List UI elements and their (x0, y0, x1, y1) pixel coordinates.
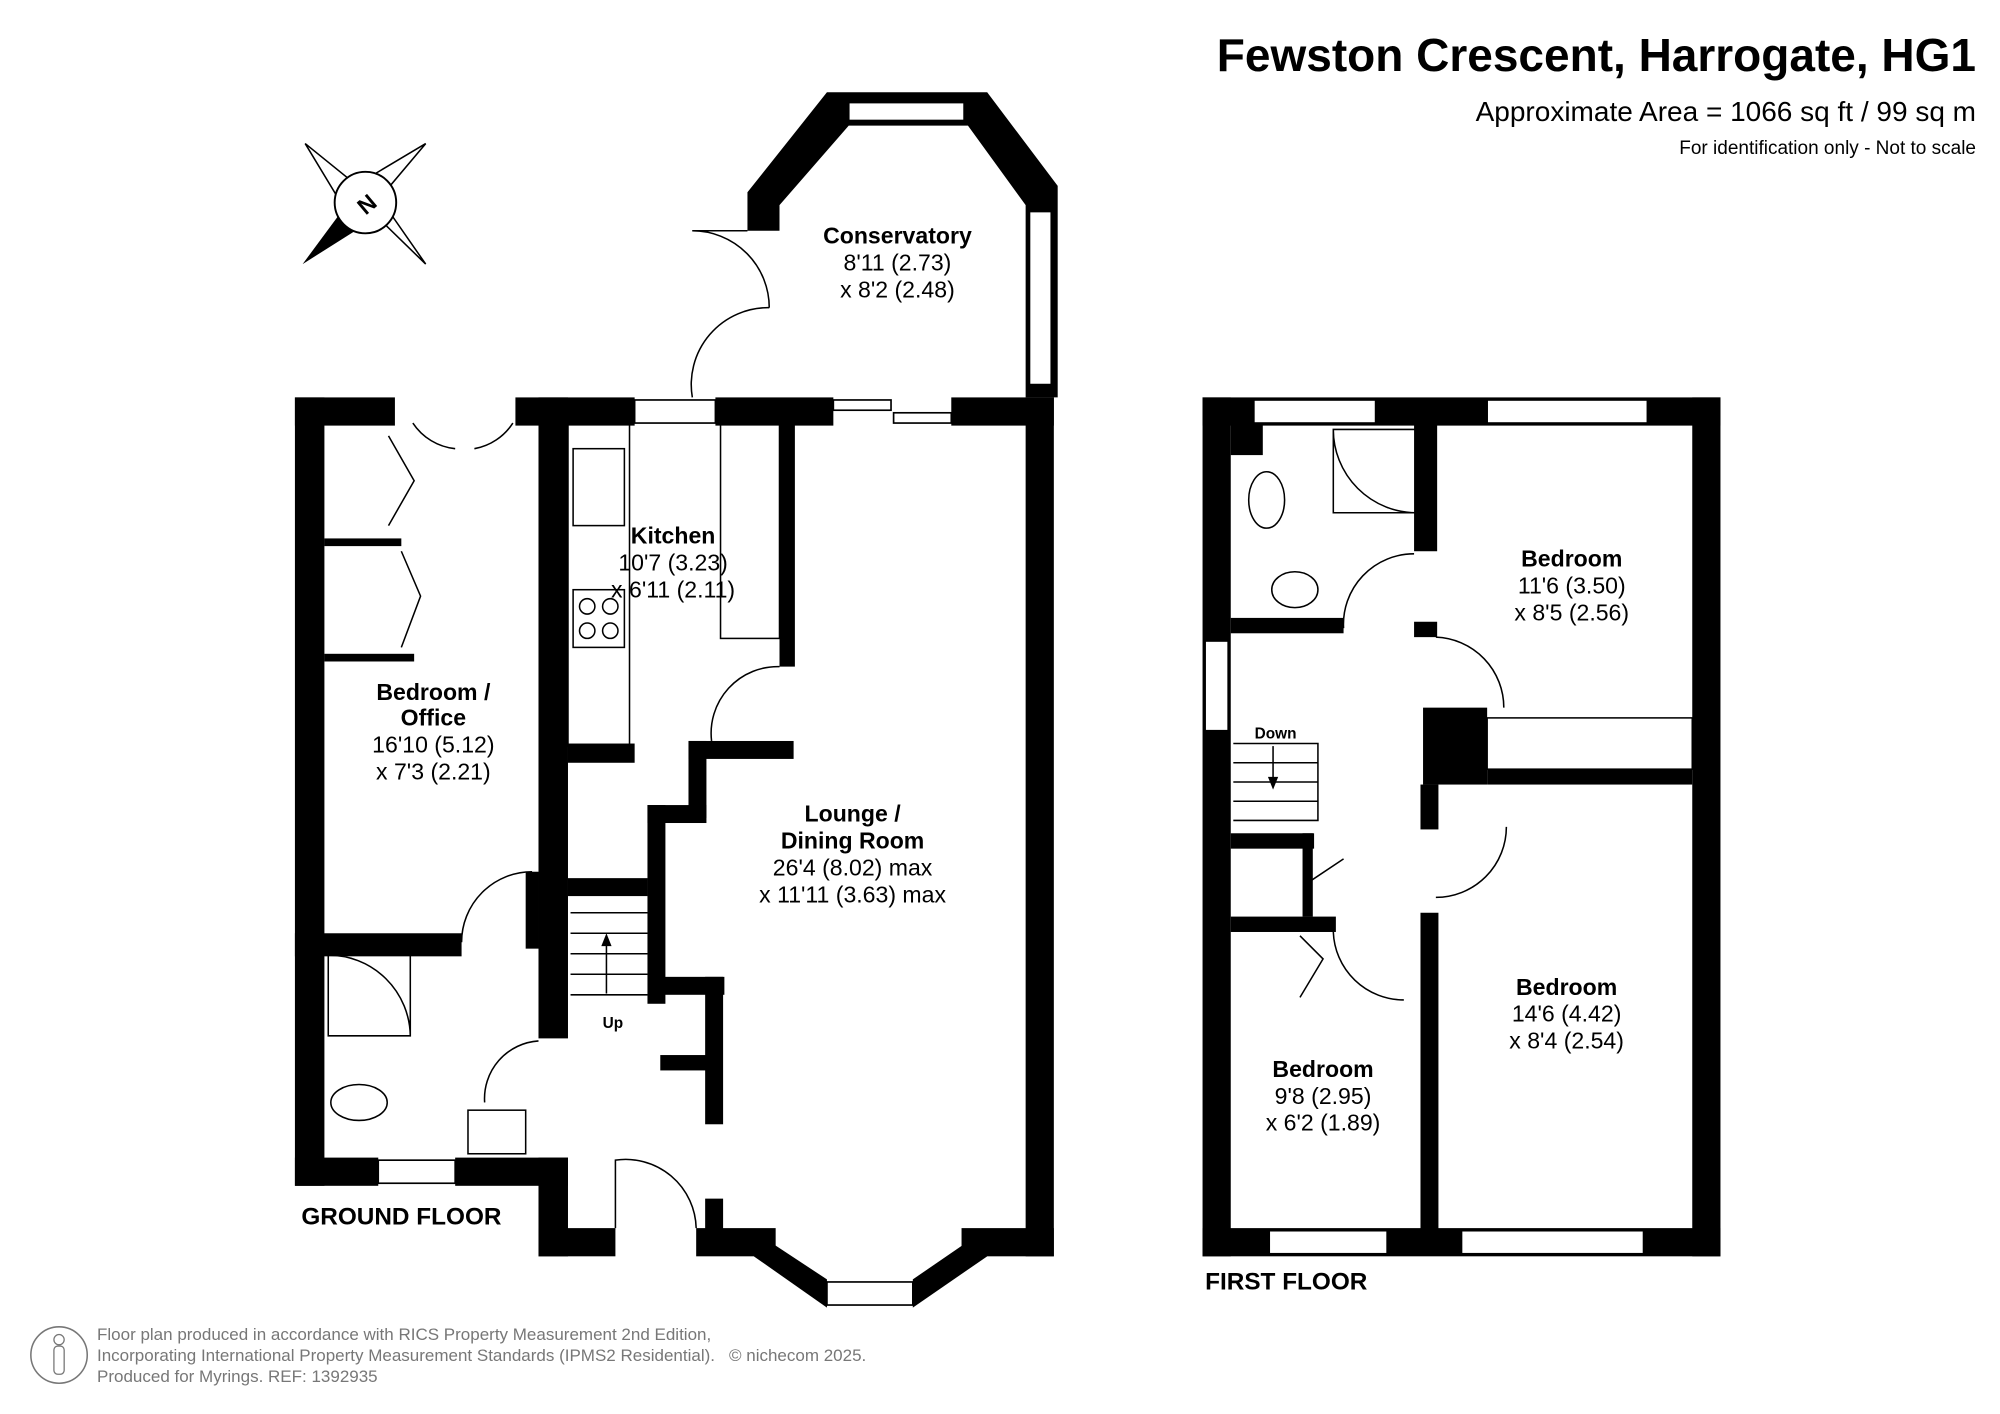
footer-line: Incorporating International Property Mea… (97, 1346, 715, 1365)
room-dims: x 8'4 (2.54) (1509, 1028, 1624, 1054)
room-dims: x 6'2 (1.89) (1266, 1110, 1381, 1136)
footer-line: Produced for Myrings. REF: 1392935 (97, 1367, 378, 1386)
room-name-lounge: Lounge / (805, 801, 902, 827)
first-floor-label: FIRST FLOOR (1205, 1269, 1368, 1296)
room-dims: 26'4 (8.02) max (773, 855, 933, 881)
room-dims: x 6'11 (2.11) (611, 576, 735, 602)
room-dims: 14'6 (4.42) (1512, 1001, 1622, 1027)
room-name-bedroom-3: Bedroom (1272, 1056, 1373, 1082)
room-name-bedroom-1: Bedroom (1521, 546, 1622, 572)
room-dims: 11'6 (3.50) (1518, 573, 1626, 599)
room-name-conservatory: Conservatory (823, 223, 972, 249)
footer-line: Floor plan produced in accordance with R… (97, 1325, 712, 1344)
approximate-area: Approximate Area = 1066 sq ft / 99 sq m (1475, 96, 1976, 127)
room-dims: 16'10 (5.12) (372, 732, 494, 758)
room-name-kitchen: Kitchen (631, 523, 716, 549)
person-logo-icon (30, 1326, 89, 1385)
room-name-bedroom-2: Bedroom (1516, 974, 1617, 1000)
property-title: Fewston Crescent, Harrogate, HG1 (1216, 29, 1976, 81)
stairs-down-label: Down (1255, 725, 1297, 742)
room-dims: x 11'11 (3.63) max (759, 881, 946, 907)
room-dims: 9'8 (2.95) (1275, 1083, 1372, 1109)
room-name-bedroom-office-2: Office (401, 705, 467, 731)
room-dims: x 8'2 (2.48) (840, 276, 955, 302)
ground-floor-plan: Up Conservatory 8'11 (2.73) x 8'2 (2.48)… (294, 92, 1058, 1308)
room-dims: 8'11 (2.73) (844, 249, 952, 275)
stairs-up-label: Up (603, 1015, 624, 1032)
room-name-bedroom-office: Bedroom / (376, 679, 491, 705)
copyright: © nichecom 2025. (728, 1346, 867, 1365)
ground-floor-label: GROUND FLOOR (301, 1203, 502, 1230)
footer: Floor plan produced in accordance with R… (97, 1324, 866, 1387)
room-dims: 10'7 (3.23) (618, 549, 728, 575)
disclaimer-note: For identification only - Not to scale (1679, 138, 1976, 159)
stairs-up: Up (570, 911, 648, 1032)
room-dims: x 8'5 (2.56) (1514, 599, 1629, 625)
first-floor-plan: Down Bedroom 11'6 (3.50) x 8'5 (2.56) Be… (1202, 397, 1721, 1296)
compass-icon: N (302, 142, 427, 265)
room-name-lounge-2: Dining Room (781, 828, 924, 854)
stairs-down: Down (1233, 725, 1319, 822)
room-dims: x 7'3 (2.21) (376, 758, 491, 784)
